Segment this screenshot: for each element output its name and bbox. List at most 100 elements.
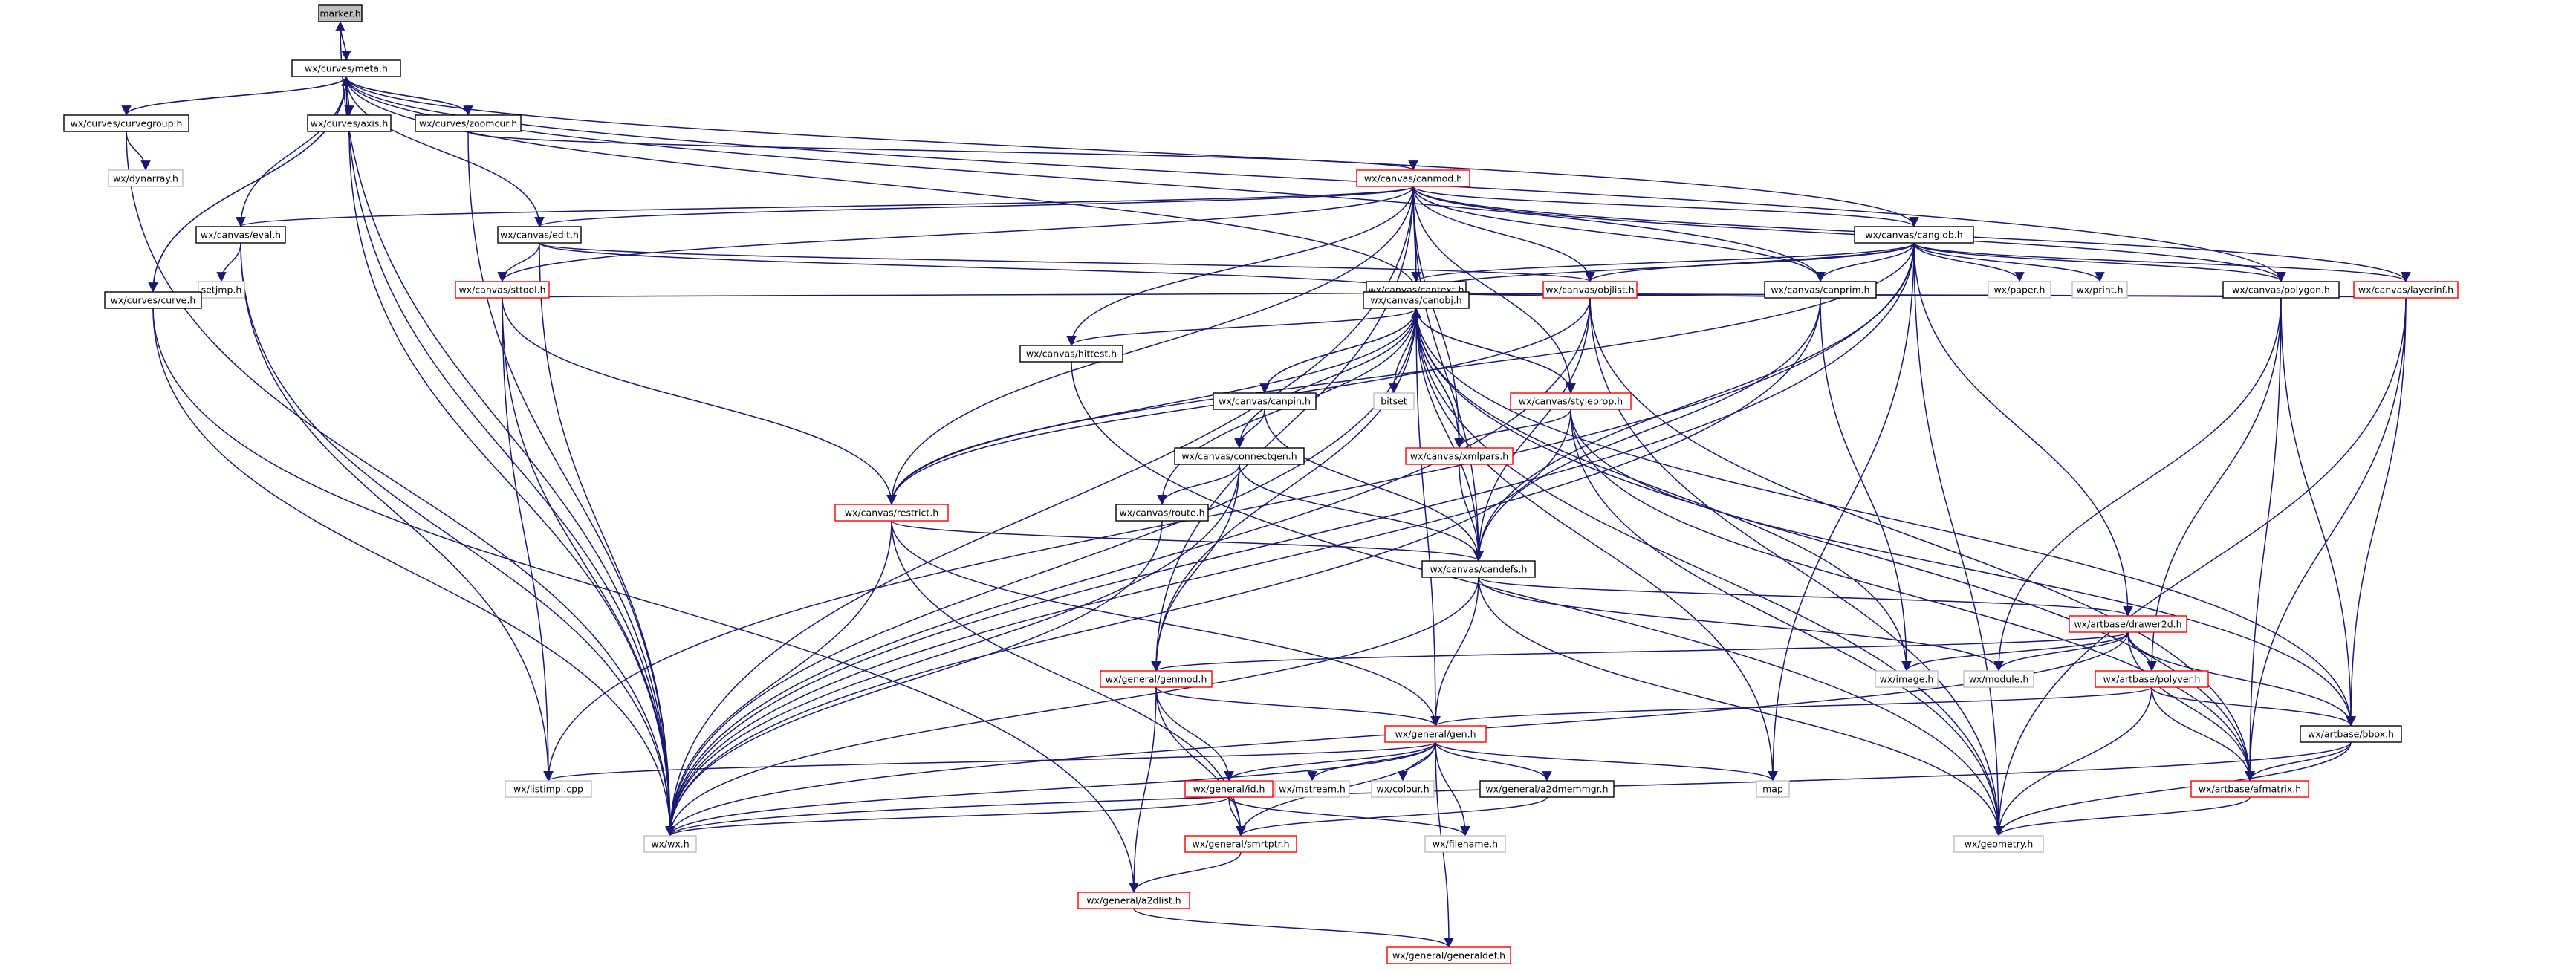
node-wx-canvas-xmlpars-h[interactable]: wx/canvas/xmlpars.h bbox=[1405, 447, 1514, 465]
edge-gen-to-a2dmemmgr bbox=[1435, 741, 1552, 782]
edge-zoomcur-to-wx bbox=[467, 131, 675, 837]
edge-connectgen-to-candefs bbox=[1239, 464, 1484, 562]
node-wx-general-gen-h[interactable]: wx/general/gen.h bbox=[1384, 725, 1487, 743]
edge-edit-to-wx bbox=[539, 242, 675, 837]
edge-meta-to-canprim bbox=[345, 76, 1826, 282]
edge-sttool-to-restrict bbox=[502, 297, 897, 505]
node-label: wx/canvas/layerinf.h bbox=[2358, 285, 2453, 296]
edge-canobj-to-bbox bbox=[1415, 308, 2356, 727]
edge-zoomcur-to-canmod bbox=[467, 131, 1418, 171]
node-wx-general-genmod-h[interactable]: wx/general/genmod.h bbox=[1100, 670, 1213, 688]
node-label: wx/geometry.h bbox=[1965, 839, 2034, 850]
edge-canprim-to-image bbox=[1820, 297, 1912, 672]
node-wx-canvas-styleprop-h[interactable]: wx/canvas/styleprop.h bbox=[1510, 392, 1632, 410]
edge-genmod-to-id bbox=[1155, 686, 1234, 782]
edge-layerinf-to-bbox bbox=[2346, 297, 2407, 727]
node-wx-artbase-afmatrix-h[interactable]: wx/artbase/afmatrix.h bbox=[2190, 780, 2309, 798]
edge-meta-to-edit bbox=[345, 76, 545, 227]
edge-gen-to-listimpl bbox=[543, 741, 1436, 782]
edge-curve-to-a2dlist bbox=[152, 308, 1139, 893]
node-wx-general-a2dmemmgr-h[interactable]: wx/general/a2dmemmgr.h bbox=[1479, 780, 1615, 798]
edge-meta-to-canobj bbox=[345, 76, 1421, 293]
node-marker-h[interactable]: marker.h bbox=[318, 4, 363, 22]
node-wx-curves-axis-h[interactable]: wx/curves/axis.h bbox=[307, 114, 392, 132]
edge-canglob-to-polygon bbox=[1913, 242, 2286, 282]
node-wx-geometry-h: wx/geometry.h bbox=[1953, 835, 2044, 853]
node-label: wx/canvas/sttool.h bbox=[458, 285, 545, 296]
edge-canmod-to-polygon bbox=[1412, 186, 2286, 282]
node-label: setjmp.h bbox=[201, 285, 242, 296]
node-wx-canvas-layerinf-h[interactable]: wx/canvas/layerinf.h bbox=[2353, 281, 2459, 299]
edge-canobj-to-wx bbox=[665, 308, 1417, 837]
node-wx-canvas-eval-h[interactable]: wx/canvas/eval.h bbox=[195, 226, 286, 244]
node-label: wx/canvas/canprim.h bbox=[1771, 285, 1869, 296]
node-label: wx/curves/zoomcur.h bbox=[419, 118, 517, 129]
node-wx-canvas-polygon-h[interactable]: wx/canvas/polygon.h bbox=[2222, 281, 2340, 299]
node-label: wx/canvas/canmod.h bbox=[1364, 173, 1462, 184]
node-wx-general-generaldef-h[interactable]: wx/general/generaldef.h bbox=[1386, 946, 1511, 964]
node-wx-canvas-canpin-h[interactable]: wx/canvas/canpin.h bbox=[1213, 392, 1317, 410]
node-map: map bbox=[1756, 780, 1790, 798]
node-label: wx/canvas/objlist.h bbox=[1545, 285, 1634, 296]
edge-canmod-to-restrict bbox=[886, 186, 1414, 505]
edge-polyver-to-bbox bbox=[2151, 686, 2356, 727]
edge-id-to-filename bbox=[1228, 796, 1470, 837]
node-wx-print-h: wx/print.h bbox=[2071, 281, 2128, 299]
edge-canmod-to-sttool bbox=[497, 186, 1414, 282]
node-wx-artbase-polyver-h[interactable]: wx/artbase/polyver.h bbox=[2095, 670, 2209, 688]
node-label: wx/print.h bbox=[2076, 285, 2123, 296]
edge-candefs-to-module bbox=[1478, 577, 2004, 672]
node-wx-general-id-h[interactable]: wx/general/id.h bbox=[1184, 780, 1274, 798]
node-label: wx/canvas/route.h bbox=[1120, 507, 1205, 519]
node-wx-curves-curvegroup-h[interactable]: wx/curves/curvegroup.h bbox=[63, 114, 189, 132]
edge-canmod-to-edit bbox=[534, 186, 1414, 227]
node-wx-curves-zoomcur-h[interactable]: wx/curves/zoomcur.h bbox=[415, 114, 522, 132]
node-label: wx/general/gen.h bbox=[1395, 729, 1476, 740]
edge-connectgen-to-wx bbox=[665, 464, 1240, 837]
edge-polygon-to-bbox bbox=[2280, 297, 2356, 727]
edge-canpin-to-candefs bbox=[1264, 409, 1484, 562]
node-wx-general-smrtptr-h[interactable]: wx/general/smrtptr.h bbox=[1184, 835, 1297, 853]
node-wx-curves-meta-h[interactable]: wx/curves/meta.h bbox=[291, 59, 401, 77]
node-wx-dynarray-h: wx/dynarray.h bbox=[108, 169, 184, 187]
node-wx-colour-h: wx/colour.h bbox=[1371, 780, 1435, 798]
edge-connectgen-to-genmod bbox=[1151, 464, 1240, 672]
node-label: marker.h bbox=[319, 8, 360, 19]
node-label: wx/general/id.h bbox=[1193, 784, 1265, 795]
node-wx-canvas-canglob-h[interactable]: wx/canvas/canglob.h bbox=[1854, 226, 1974, 244]
edge-canobj-to-gen bbox=[1415, 308, 1441, 727]
node-wx-artbase-bbox-h[interactable]: wx/artbase/bbox.h bbox=[2300, 725, 2402, 743]
edge-genmod-to-gen bbox=[1155, 686, 1441, 727]
edge-canobj-to-afmatrix bbox=[1415, 308, 2255, 782]
node-wx-canvas-sttool-h[interactable]: wx/canvas/sttool.h bbox=[455, 281, 550, 299]
node-wx-canvas-edit-h[interactable]: wx/canvas/edit.h bbox=[497, 226, 582, 244]
edge-zoomcur-to-meta bbox=[341, 76, 469, 116]
node-wx-canvas-objlist-h[interactable]: wx/canvas/objlist.h bbox=[1542, 281, 1638, 299]
node-label: wx/canvas/styleprop.h bbox=[1519, 396, 1623, 407]
edge-marker-to-wx bbox=[340, 21, 675, 837]
node-label: wx/canvas/canpin.h bbox=[1219, 396, 1311, 407]
node-wx-general-a2dlist-h[interactable]: wx/general/a2dlist.h bbox=[1077, 892, 1190, 909]
node-wx-canvas-candefs-h[interactable]: wx/canvas/candefs.h bbox=[1421, 560, 1536, 578]
edge-curvegroup-to-wx bbox=[126, 131, 675, 837]
edge-canglob-to-geometry bbox=[1913, 242, 2004, 837]
node-wx-canvas-canmod-h[interactable]: wx/canvas/canmod.h bbox=[1356, 169, 1470, 187]
node-wx-canvas-restrict-h[interactable]: wx/canvas/restrict.h bbox=[834, 504, 949, 522]
node-wx-artbase-drawer2d-h[interactable]: wx/artbase/drawer2d.h bbox=[2069, 615, 2187, 633]
node-label: wx/paper.h bbox=[1994, 285, 2045, 296]
node-wx-curves-curve-h[interactable]: wx/curves/curve.h bbox=[104, 291, 202, 309]
node-label: wx/module.h bbox=[1969, 674, 2029, 685]
node-label: wx/mstream.h bbox=[1279, 784, 1346, 795]
node-wx-canvas-hittest-h[interactable]: wx/canvas/hittest.h bbox=[1019, 345, 1123, 363]
edge-a2dlist-to-generaldef bbox=[1133, 908, 1454, 948]
node-wx-canvas-canobj-h[interactable]: wx/canvas/canobj.h bbox=[1363, 291, 1470, 309]
node-label: wx/dynarray.h bbox=[113, 173, 178, 184]
node-wx-canvas-route-h[interactable]: wx/canvas/route.h bbox=[1115, 504, 1209, 522]
node-label: wx/colour.h bbox=[1376, 784, 1429, 795]
edge-canobj-to-genmod bbox=[1151, 308, 1417, 672]
node-wx-canvas-canprim-h[interactable]: wx/canvas/canprim.h bbox=[1764, 281, 1877, 299]
edge-objlist-to-candefs bbox=[1473, 297, 1591, 562]
edge-canmod-to-canglob bbox=[1412, 186, 1919, 227]
node-wx-canvas-connectgen-h[interactable]: wx/canvas/connectgen.h bbox=[1174, 447, 1305, 465]
